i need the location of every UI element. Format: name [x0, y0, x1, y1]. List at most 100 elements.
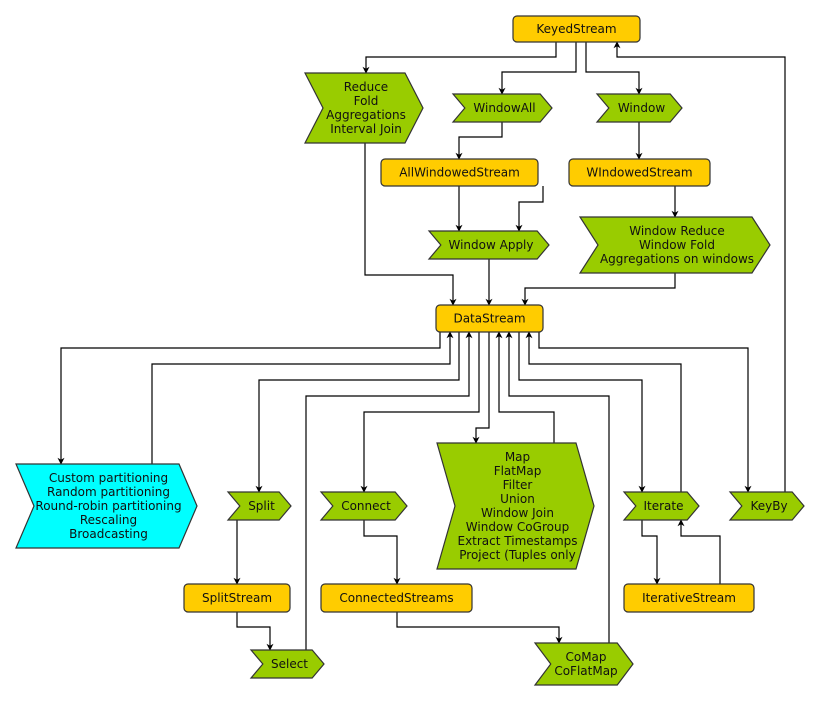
node-label: Rescaling: [80, 513, 137, 527]
edge-data-stream-to-map-ops: [472, 332, 490, 444]
node-connected-streams: ConnectedStreams: [320, 583, 473, 613]
node-label: ConnectedStreams: [339, 591, 453, 605]
node-label: Iterate: [643, 499, 683, 513]
stream-box: [512, 15, 641, 43]
edge-map-ops-to-data-stream: [495, 331, 555, 443]
node-keyed-stream: KeyedStream: [512, 15, 641, 43]
edge-window-all-to-all-windowed-stream: [455, 122, 503, 160]
operation-step-shape: [304, 72, 424, 144]
edge-data-stream-to-partitioning: [57, 332, 441, 465]
operation-step-shape: [226, 491, 292, 521]
node-label: Filter: [503, 478, 533, 492]
operation-step-shape: [451, 93, 553, 123]
node-label: Window Fold: [639, 238, 715, 252]
stream-box: [183, 583, 291, 613]
stream-box: [435, 304, 544, 333]
partition-step-shape: [15, 463, 198, 549]
node-label: Aggregations: [326, 108, 406, 122]
stream-box: [320, 583, 473, 613]
node-label: Window: [618, 101, 666, 115]
node-label: Split: [248, 499, 275, 513]
node-label: Reduce: [344, 80, 388, 94]
operation-step-shape: [436, 442, 595, 570]
operation-step-shape: [578, 216, 771, 274]
stream-box: [623, 583, 755, 613]
operation-step-shape: [595, 93, 683, 123]
node-label: KeyBy: [750, 499, 787, 513]
node-label: WIndowedStream: [586, 166, 692, 180]
node-connect: Connect: [319, 491, 408, 521]
node-label: IterativeStream: [642, 591, 736, 605]
node-split-stream: SplitStream: [183, 583, 291, 613]
node-window-all: WindowAll: [451, 93, 553, 123]
node-label: Custom partitioning: [49, 471, 168, 485]
node-iterate: Iterate: [622, 491, 700, 521]
node-label: Map: [505, 450, 530, 464]
stream-box: [380, 158, 539, 187]
node-label: CoFlatMap: [554, 664, 617, 678]
operation-step-shape: [319, 491, 408, 521]
node-data-stream: DataStream: [435, 304, 544, 333]
edge-select-to-data-stream: [305, 331, 473, 664]
node-windowed-stream: WIndowedStream: [568, 158, 711, 187]
edge-data-stream-to-iterate: [518, 332, 646, 493]
node-label: Project (Tuples only: [459, 548, 575, 562]
node-label: CoMap: [565, 650, 606, 664]
operation-step-shape: [249, 649, 325, 679]
node-window: Window: [595, 93, 683, 123]
edge-split-stream-to-select: [236, 612, 274, 651]
node-label: Round-robin partitioning: [35, 499, 181, 513]
node-label: Select: [271, 657, 308, 671]
node-label: KeyedStream: [536, 22, 616, 36]
edge-data-stream-to-split: [255, 332, 460, 493]
node-label: Window Apply: [448, 238, 533, 252]
node-split: Split: [226, 491, 292, 521]
node-label: Aggregations on windows: [600, 252, 754, 266]
operation-step-shape: [427, 230, 550, 260]
node-label: Window CoGroup: [466, 520, 569, 534]
node-label: SplitStream: [202, 591, 272, 605]
edge-iterate-to-data-stream: [525, 331, 682, 492]
edge-keyed-stream-to-window: [585, 42, 643, 95]
node-label: AllWindowedStream: [399, 166, 520, 180]
edge-key-by-to-keyed-stream: [613, 41, 786, 492]
node-label: Broadcasting: [69, 527, 148, 541]
node-all-windowed-stream: AllWindowedStream: [380, 158, 539, 187]
node-label: Fold: [354, 94, 379, 108]
node-label: Window Join: [481, 506, 554, 520]
stream-box: [568, 158, 711, 187]
edge-window-reduce-ops-to-data-stream: [521, 273, 676, 306]
node-label: Random partitioning: [47, 485, 170, 499]
node-key-by: KeyBy: [728, 491, 805, 521]
edge-comap-ops-to-data-stream: [505, 331, 610, 643]
node-label: WindowAll: [473, 101, 535, 115]
operation-step-shape: [728, 491, 805, 521]
edge-reduce-ops-to-data-stream: [364, 143, 457, 306]
node-label: Window Reduce: [629, 224, 725, 238]
node-iterative-stream: IterativeStream: [623, 583, 755, 613]
operation-step-shape: [533, 642, 634, 686]
node-label: Connect: [341, 499, 391, 513]
edge-connect-to-connected-streams: [363, 520, 401, 585]
edge-data-stream-to-connect: [360, 332, 480, 493]
node-window-apply: Window Apply: [427, 230, 550, 260]
node-label: FlatMap: [494, 464, 542, 478]
edge-keyed-stream-to-reduce-ops: [362, 42, 557, 74]
operation-step-shape: [622, 491, 700, 521]
node-label: Extract Timestamps: [457, 534, 577, 548]
edge-keyed-stream-to-window-all: [498, 42, 577, 95]
edge-iterate-to-iterative-stream: [641, 520, 661, 585]
node-select: Select: [249, 649, 325, 679]
node-label: DataStream: [453, 312, 525, 326]
node-label: Union: [500, 492, 535, 506]
node-label: Interval Join: [330, 122, 402, 136]
edge-partitioning-to-data-stream: [151, 331, 454, 464]
edge-iterative-stream-to-iterate: [677, 519, 721, 584]
edge-windowed-stream-to-window-apply: [515, 186, 544, 232]
